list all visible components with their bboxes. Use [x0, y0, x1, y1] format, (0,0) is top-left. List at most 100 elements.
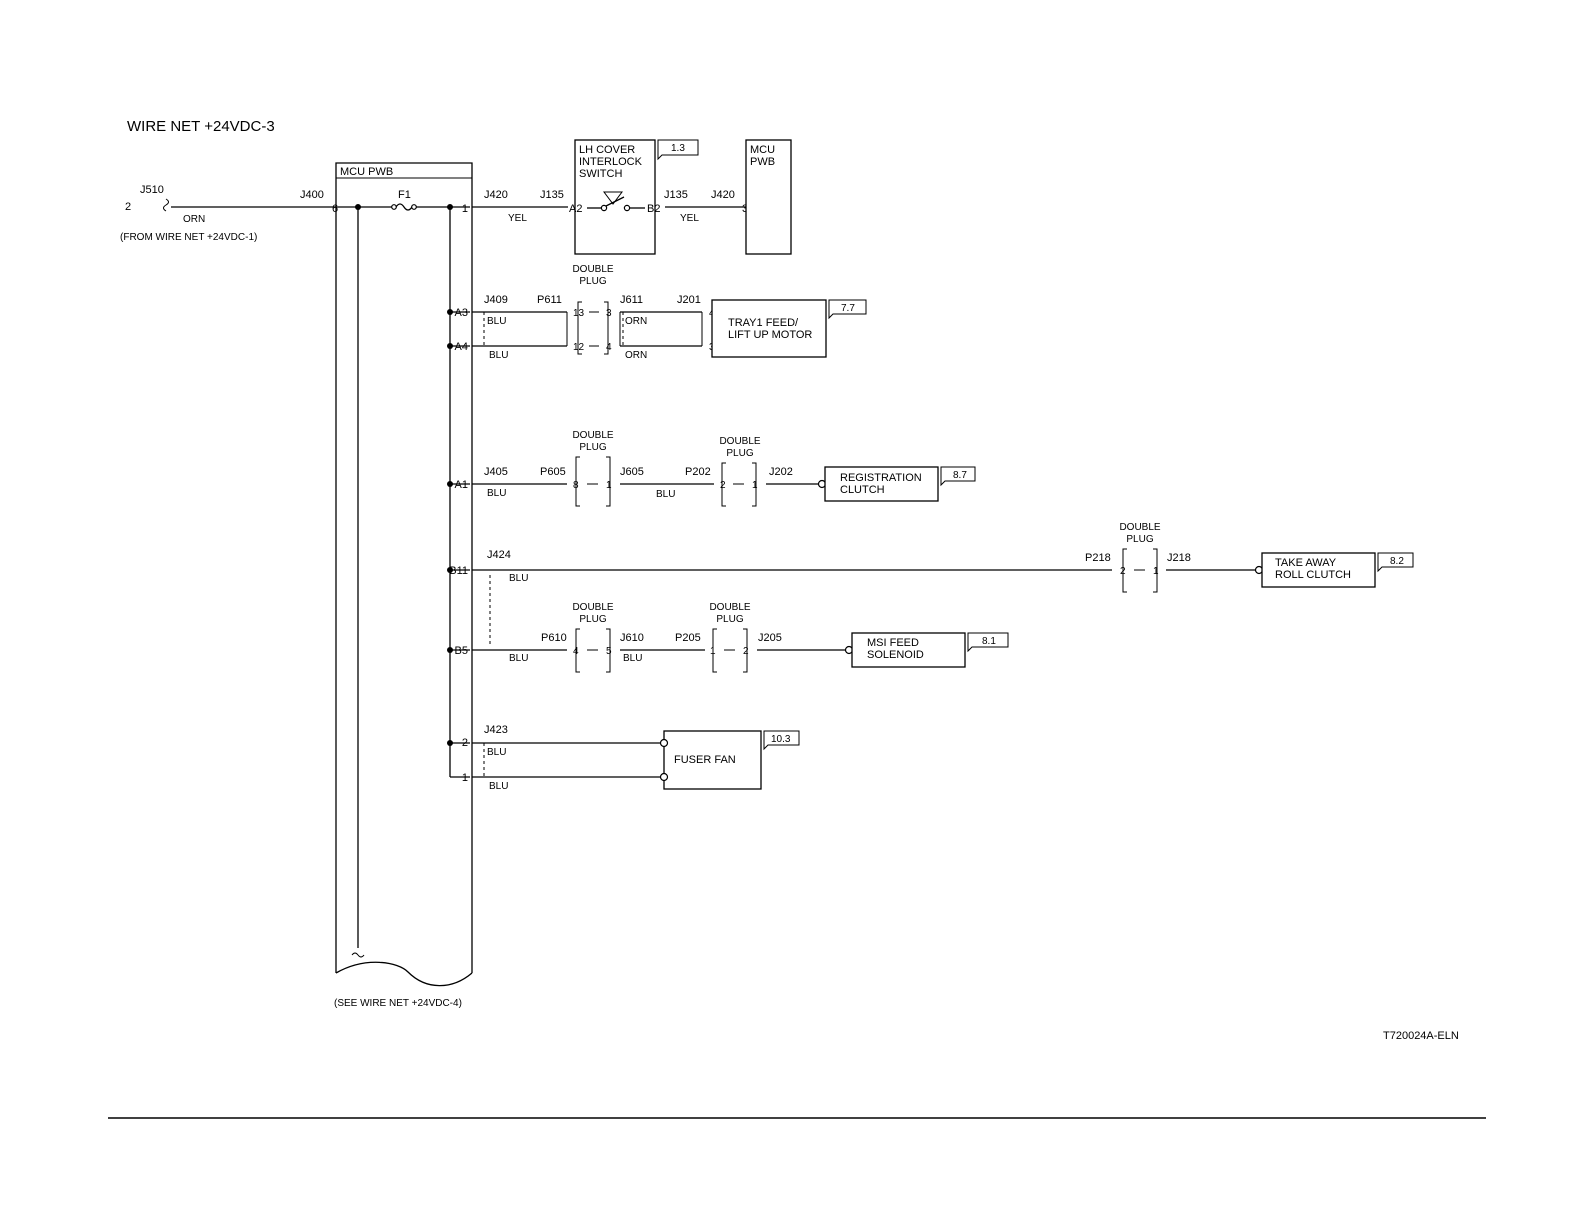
input-connector-label: J510: [140, 184, 164, 196]
device-ref: 7.7: [841, 303, 855, 314]
msi-feed-solenoid: [851, 632, 966, 668]
wire-color: BLU: [487, 488, 506, 499]
fan-branch: J423 BLU BLU FUSER FAN 10.3: [472, 724, 800, 792]
plug-label: PLUG: [1126, 534, 1153, 545]
device-label-line: TRAY1 FEED/: [728, 317, 799, 329]
fuse-f1-symbol: [395, 203, 413, 211]
registration-clutch: [824, 466, 939, 502]
plug-pin: 3: [606, 308, 612, 319]
device-label-line: LIFT UP MOTOR: [728, 329, 812, 341]
wire-color: BLU: [487, 316, 506, 327]
figure-id: T720024A-ELN: [1383, 1030, 1459, 1042]
wire-color: YEL: [508, 213, 527, 224]
plug-label: PLUG: [716, 614, 743, 625]
board-torn-edge: [335, 961, 473, 987]
j423-label: J423: [484, 724, 508, 736]
mcu-pwb-label: MCU PWB: [340, 166, 393, 178]
j202-label: J202: [769, 466, 793, 478]
ref-flag: [828, 299, 867, 320]
device-terminal: [659, 738, 669, 748]
p610-label: P610: [541, 632, 567, 644]
j135-out-label: J135: [664, 189, 688, 201]
ref-flag: [1377, 552, 1414, 573]
j409-label: J409: [484, 294, 508, 306]
input-connection: J510 2 ORN (FROM WIRE NET +24VDC-1) J400…: [120, 184, 338, 243]
plug-pin: 2: [720, 480, 726, 491]
double-plug: [575, 628, 611, 673]
wire-color: BLU: [656, 489, 675, 500]
plug-pin: 13: [573, 308, 585, 319]
pin-label: B11: [449, 565, 468, 577]
mcu-pwb-board: MCU PWB (SEE WIRE NET +24VDC-4) F1 1 A3 …: [334, 162, 473, 1009]
mcu-pwb-outline: [335, 162, 473, 973]
continuation-note: (SEE WIRE NET +24VDC-4): [334, 998, 462, 1009]
wire-color: BLU: [487, 747, 506, 758]
plug-label: PLUG: [579, 442, 606, 453]
j405-label: J405: [484, 466, 508, 478]
wire-color: ORN: [625, 316, 647, 327]
input-wire-color: ORN: [183, 214, 205, 225]
plug-pin: 1: [606, 480, 612, 491]
device-label-line: CLUTCH: [840, 484, 885, 496]
fuser-fan: [663, 730, 762, 790]
ref-flag: [763, 730, 800, 751]
j420-label: J420: [484, 189, 508, 201]
j135-label: J135: [540, 189, 564, 201]
device-ref: 10.3: [771, 734, 791, 745]
pin-label: A3: [455, 307, 468, 319]
return-box-label: MCU: [750, 144, 775, 156]
ref-flag: [967, 632, 1009, 653]
switch-contact: [600, 204, 608, 212]
switch-label-line: INTERLOCK: [579, 156, 643, 168]
msi-branch: BLU P610 DOUBLE PLUG 4 5 J610 BLU P205 D…: [472, 602, 1009, 673]
j218-label: J218: [1167, 552, 1191, 564]
plug-label: DOUBLE: [572, 264, 613, 275]
pin-label: 2: [462, 737, 468, 749]
tray1-branch: J409 BLU BLU P611 DOUBLE PLUG 13 12 3 4 …: [472, 264, 867, 361]
switch-pin-in: A2: [569, 203, 582, 215]
p611-label: P611: [537, 294, 562, 306]
j611-label: J611: [620, 294, 643, 306]
wire-color: BLU: [509, 653, 528, 664]
j420-return-label: J420: [711, 189, 735, 201]
switch-pin-out: B2: [647, 203, 660, 215]
pin-label: A4: [455, 341, 468, 353]
p605-label: P605: [540, 466, 566, 478]
mcu-pwb-return-box: [745, 139, 792, 255]
plug-label: PLUG: [579, 276, 606, 287]
takeaway-branch: J424 BLU P218 DOUBLE PLUG 2 1 J218 TAKE …: [472, 522, 1414, 645]
plug-label: DOUBLE: [572, 430, 613, 441]
wire-color: YEL: [680, 213, 699, 224]
plug-pin: 1: [710, 646, 716, 657]
double-plug: [577, 301, 609, 355]
p202-label: P202: [685, 466, 711, 478]
plug-pin: 1: [752, 480, 758, 491]
double-plug: [721, 462, 757, 507]
j400-pin: 6: [332, 203, 338, 215]
plug-label: DOUBLE: [1119, 522, 1160, 533]
device-label-line: TAKE AWAY: [1275, 557, 1337, 569]
bus-break-symbol: [351, 952, 365, 958]
plug-label: DOUBLE: [572, 602, 613, 613]
j605-label: J605: [620, 466, 644, 478]
p205-label: P205: [675, 632, 701, 644]
plug-label: DOUBLE: [709, 602, 750, 613]
fuse-terminal-right: [411, 204, 417, 210]
switch-label-line: LH COVER: [579, 144, 635, 156]
device-label-line: SOLENOID: [867, 649, 924, 661]
device-ref: 8.7: [953, 470, 967, 481]
device-label-line: ROLL CLUTCH: [1275, 569, 1351, 581]
switch-label-line: SWITCH: [579, 168, 622, 180]
device-ref: 8.2: [1390, 556, 1404, 567]
input-source-note: (FROM WIRE NET +24VDC-1): [120, 232, 257, 243]
wire-color: ORN: [625, 350, 647, 361]
interlock-branch: J420 YEL J135 LH COVER INTERLOCK SWITCH …: [472, 139, 792, 255]
plug-pin: 2: [1120, 566, 1126, 577]
plug-pin: 8: [573, 480, 579, 491]
j201-label: J201: [677, 294, 701, 306]
switch-ref: 1.3: [671, 143, 685, 154]
plug-pin: 1: [1153, 566, 1159, 577]
pin-label: A1: [455, 479, 468, 491]
plug-pin: 12: [573, 342, 585, 353]
